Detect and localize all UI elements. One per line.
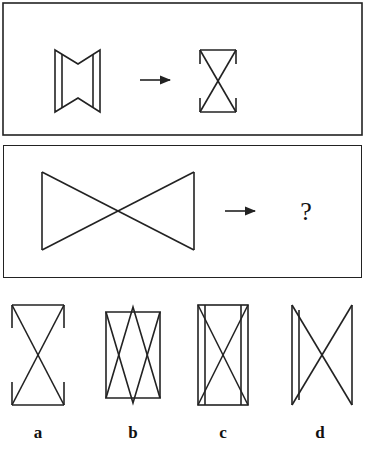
option-letter: c (219, 424, 227, 441)
example-panel (3, 3, 362, 135)
option-d-figure (292, 305, 352, 405)
question-mark: ? (300, 199, 312, 225)
question-panel: ? (3, 145, 362, 278)
source-figure (55, 50, 100, 112)
option-c-figure (198, 305, 248, 405)
option-a-figure (12, 305, 64, 405)
option-b-figure (106, 307, 160, 403)
option-letter: a (34, 424, 43, 441)
transform-arrow (225, 210, 255, 212)
transform-arrow (140, 79, 170, 81)
question-figure (42, 172, 194, 250)
result-figure (200, 50, 236, 112)
option-letter: d (315, 424, 324, 441)
option-letter: b (128, 424, 137, 441)
